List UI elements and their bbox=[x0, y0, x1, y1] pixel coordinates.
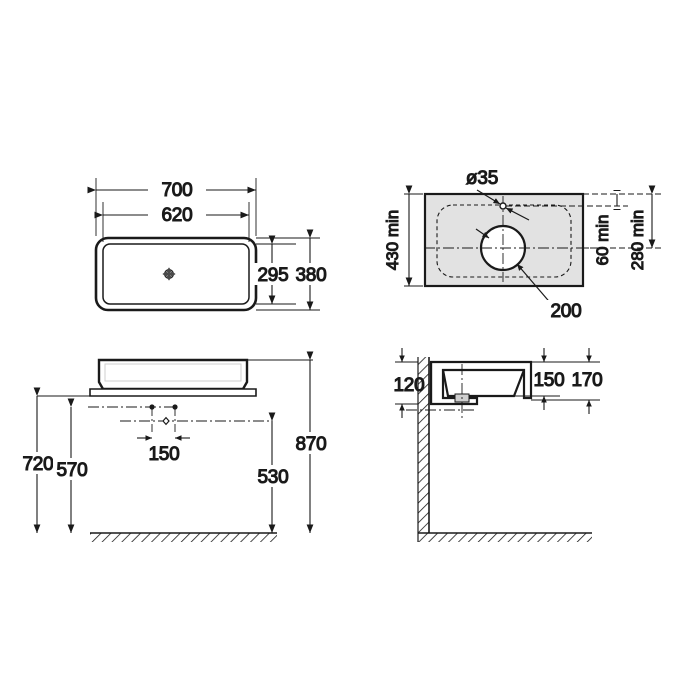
dimension-570: 570 bbox=[53, 398, 93, 533]
dimension-150-bowl: 150 bbox=[514, 348, 565, 410]
tap-hole-circle bbox=[499, 202, 507, 210]
dimension-430min: 430 min bbox=[382, 185, 423, 287]
centre-lines bbox=[424, 196, 600, 282]
label-280min: 280 min bbox=[628, 210, 647, 270]
basin-rim-shelf bbox=[89, 388, 257, 397]
label-d35: ø35 bbox=[466, 168, 498, 189]
side-section-view: 120 150 170 bbox=[393, 348, 603, 542]
label-570: 570 bbox=[56, 460, 87, 481]
dimension-170: 170 bbox=[531, 348, 603, 414]
label-200: 200 bbox=[550, 301, 581, 322]
dimension-620-label: 620 bbox=[161, 205, 192, 226]
dimension-700: 700 bbox=[87, 178, 256, 202]
leader-d35 bbox=[476, 189, 530, 221]
label-530: 530 bbox=[257, 467, 288, 488]
front-elevation-view: 150 720 570 530 bbox=[19, 351, 332, 542]
dimension-530: 530 bbox=[254, 412, 294, 533]
label-150-bowl: 150 bbox=[533, 370, 564, 391]
dimension-700-label: 700 bbox=[161, 180, 192, 201]
dimension-295: 295 bbox=[254, 235, 294, 304]
section-floor-hatching bbox=[418, 533, 592, 542]
label-120: 120 bbox=[393, 375, 424, 396]
supply-point-left bbox=[149, 404, 155, 410]
dimension-150-supplies: 150 bbox=[137, 435, 190, 466]
dimension-295-label: 295 bbox=[257, 265, 288, 286]
dimension-720: 720 bbox=[19, 387, 90, 533]
dimension-620: 620 bbox=[94, 203, 249, 227]
service-centre-lines bbox=[88, 405, 273, 440]
label-870: 870 bbox=[295, 434, 326, 455]
dimension-280min: 280 min bbox=[583, 185, 662, 271]
basin-inner-outline bbox=[102, 243, 250, 305]
basin-body-highlight bbox=[104, 363, 242, 382]
leader-200 bbox=[475, 228, 554, 307]
dimension-120: 120 bbox=[393, 348, 425, 418]
wall-hatching bbox=[418, 357, 429, 533]
waste-point-symbol bbox=[162, 416, 170, 426]
basin-section-profile bbox=[429, 360, 533, 406]
basin-bowl-inner-profile bbox=[429, 362, 526, 404]
floor-hatching bbox=[90, 533, 277, 542]
label-150-supplies: 150 bbox=[148, 444, 179, 465]
supply-point-right bbox=[172, 404, 178, 410]
label-60min: 60 min bbox=[593, 214, 612, 265]
label-430min: 430 min bbox=[383, 210, 402, 270]
section-centre-lines bbox=[406, 364, 476, 418]
drain-outlet-icon bbox=[162, 267, 176, 281]
plan-view: 700 620 295 380 bbox=[87, 178, 332, 312]
dimension-380-label: 380 bbox=[295, 265, 326, 286]
label-170: 170 bbox=[571, 370, 602, 391]
cutout-template-view: ø35 200 430 min bbox=[382, 166, 662, 323]
label-720: 720 bbox=[22, 454, 53, 475]
dimension-870: 870 bbox=[247, 351, 332, 533]
dimension-380: 380 bbox=[292, 229, 332, 310]
